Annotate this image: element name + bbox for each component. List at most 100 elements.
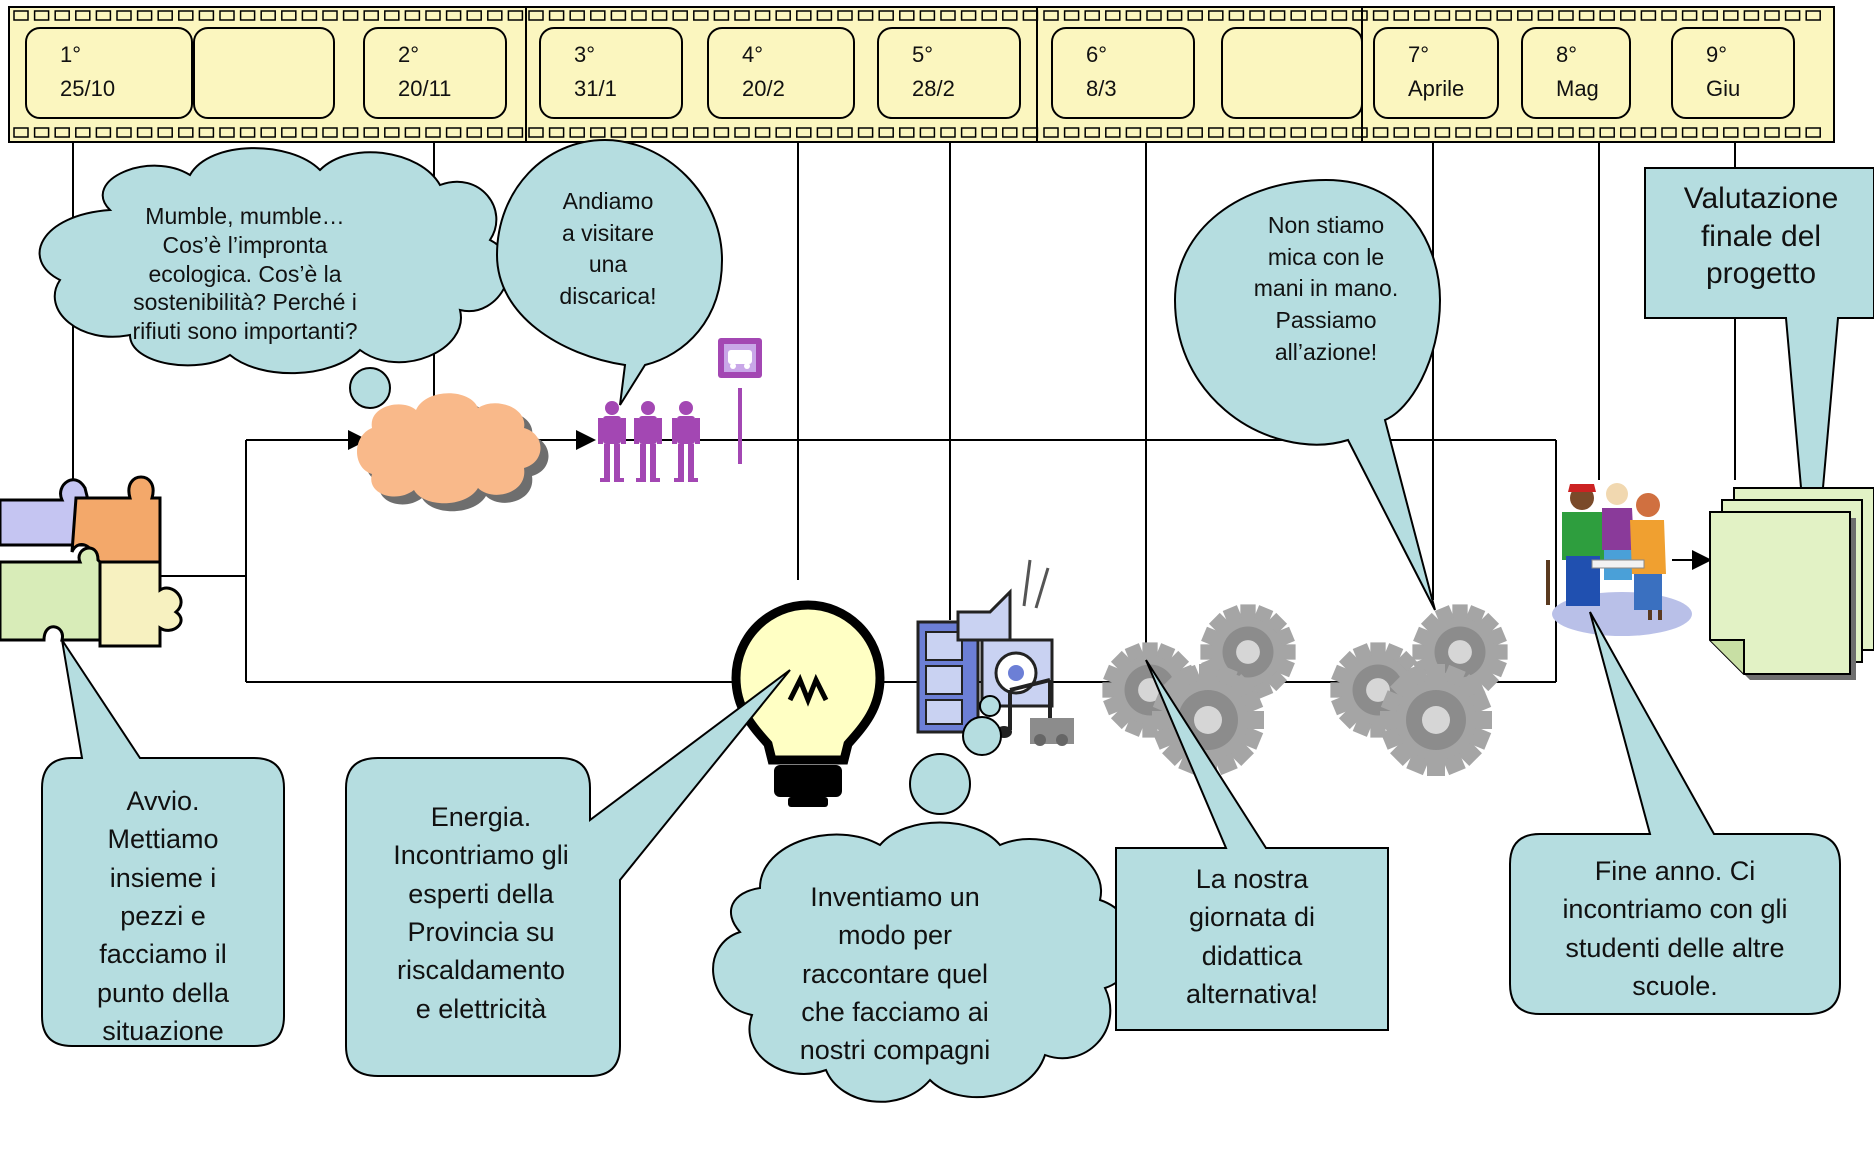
mumble-line: Cos’è l’impronta — [162, 231, 328, 258]
energia-line: Energia. — [430, 802, 532, 832]
energia-text: Energia. Incontriamo gli esperti della P… — [352, 798, 610, 1028]
giornata-callout — [1115, 659, 1389, 1031]
mumble-line: Mumble, mumble… — [145, 203, 345, 229]
energia-callout — [345, 669, 791, 1077]
film-frame — [1221, 27, 1363, 119]
valutazione-line: Valutazione — [1683, 182, 1839, 215]
avvio-line: Avvio. — [126, 786, 200, 816]
fine-anno-callout — [1509, 611, 1841, 1015]
students-group-icon — [1546, 483, 1692, 636]
giornata-line: giornata di — [1188, 902, 1316, 933]
visitors-figures-icon — [598, 401, 700, 482]
frame-number: 4° — [742, 42, 763, 67]
frame-date: 31/1 — [574, 76, 617, 101]
giornata-line: alternativa! — [1185, 978, 1319, 1009]
avvio-text: Avvio. Mettiamo insieme i pezzi e faccia… — [46, 782, 280, 1050]
discarica-line: una — [588, 251, 628, 278]
mumble-line: rifiuti sono importanti? — [132, 318, 358, 344]
frame-date: 20/2 — [742, 76, 785, 101]
mumble-line: sostenibilità? Perché i — [133, 289, 357, 316]
valutazione-line: progetto — [1705, 257, 1817, 290]
fine-anno-line: scuole. — [1632, 970, 1718, 1001]
azione-line: mani in mano. — [1253, 275, 1399, 302]
frame-date: Aprile — [1408, 76, 1464, 101]
frame-date: 20/11 — [398, 76, 451, 101]
film-frame: 2° 20/11 — [363, 27, 507, 119]
frame-number: 3° — [574, 42, 595, 67]
inventiamo-text: Inventiamo un modo per raccontare quel c… — [760, 878, 1030, 1070]
avvio-line: punto della — [96, 977, 230, 1008]
frame-number: 5° — [912, 42, 933, 67]
mumble-text: Mumble, mumble… Cos’è l’impronta ecologi… — [100, 202, 390, 346]
energia-line: e elettricità — [415, 993, 547, 1024]
film-frame: 8° Mag — [1521, 27, 1631, 119]
multimedia-icon — [916, 559, 1074, 746]
film-frame: 7° Aprile — [1373, 27, 1499, 119]
inventiamo-line: Inventiamo un — [810, 882, 980, 912]
avvio-callout — [41, 639, 285, 1047]
discarica-text: Andiamo a visitare una discarica! — [528, 186, 688, 313]
lightbulb-icon — [731, 600, 885, 807]
frame-number: 9° — [1706, 42, 1727, 67]
valutazione-line: finale del — [1700, 219, 1822, 253]
giornata-line: didattica — [1201, 940, 1303, 971]
azione-line: all’azione! — [1274, 338, 1378, 365]
film-frame: 4° 20/2 — [707, 27, 855, 119]
inventiamo-line: nostri compagni — [799, 1035, 991, 1066]
inventiamo-line: raccontare quel — [801, 958, 989, 989]
inventiamo-line: che facciamo ai — [801, 996, 989, 1027]
avvio-line: pezzi e — [120, 900, 206, 931]
azione-line: Passiamo — [1275, 307, 1377, 334]
film-frame — [193, 27, 335, 119]
discarica-line: discarica! — [559, 283, 657, 310]
avvio-line: insieme i — [109, 862, 217, 893]
fine-anno-line: studenti delle altre — [1565, 932, 1785, 963]
film-frame: 6°8/3 — [1051, 27, 1195, 119]
fine-anno-text: Fine anno. Ci incontriamo con gli studen… — [1514, 852, 1836, 1005]
film-frame: 9° Giu — [1671, 27, 1795, 119]
mumble-line: ecologica. Cos’è la — [148, 260, 342, 287]
frame-date: 8/3 — [1086, 76, 1117, 101]
giornata-line: La nostra — [1195, 864, 1309, 894]
avvio-line: facciamo il — [99, 939, 227, 970]
puzzle-icon — [0, 475, 183, 648]
gears-icon-right — [1330, 604, 1508, 776]
timeline-connectors — [72, 142, 1736, 683]
fine-anno-line: incontriamo con gli — [1562, 894, 1788, 925]
discarica-line: Andiamo — [562, 188, 654, 214]
frame-date: Mag — [1556, 76, 1599, 101]
bus-stop-icon — [718, 338, 762, 464]
energia-line: esperti della — [408, 878, 554, 909]
energia-line: Provincia su — [407, 916, 555, 947]
inventiamo-thought-cloud — [712, 695, 1136, 1103]
film-frame: 1° 25/10 — [25, 27, 193, 119]
discarica-line: a visitare — [561, 219, 655, 246]
valutazione-text: Valutazione finale del progetto — [1650, 180, 1872, 293]
azione-text: Non stiamo mica con le mani in mano. Pas… — [1220, 210, 1432, 369]
frame-date: Giu — [1706, 76, 1740, 101]
frame-date: 25/10 — [60, 76, 115, 101]
inventiamo-line: modo per — [837, 920, 953, 951]
azione-line: Non stiamo — [1267, 212, 1385, 238]
frame-number: 8° — [1556, 42, 1577, 67]
discarica-speech-bubble — [495, 138, 724, 406]
documents-stack-icon — [1709, 487, 1874, 680]
energia-line: Incontriamo gli — [393, 840, 569, 871]
azione-speech-bubble — [1173, 178, 1442, 611]
frame-number: 6° — [1086, 42, 1107, 67]
frame-number: 7° — [1408, 42, 1429, 67]
fine-anno-line: Fine anno. Ci — [1594, 856, 1756, 886]
film-frame: 3° 31/1 — [539, 27, 683, 119]
frame-date: 28/2 — [912, 76, 955, 101]
film-frame: 5° 28/2 — [877, 27, 1021, 119]
avvio-line: situazione — [102, 1015, 224, 1046]
azione-line: mica con le — [1267, 243, 1385, 270]
energia-line: riscaldamento — [396, 955, 566, 986]
frame-number: 2° — [398, 42, 419, 67]
avvio-line: Mettiamo — [107, 824, 219, 855]
giornata-text: La nostra giornata di didattica alternat… — [1120, 860, 1384, 1013]
filmstrip-frames: 1°25/102°20/113°31/14°20/25°28/26°8/37°A… — [25, 27, 1795, 119]
frame-number: 1° — [60, 42, 81, 67]
orange-cloud-icon — [357, 393, 549, 512]
